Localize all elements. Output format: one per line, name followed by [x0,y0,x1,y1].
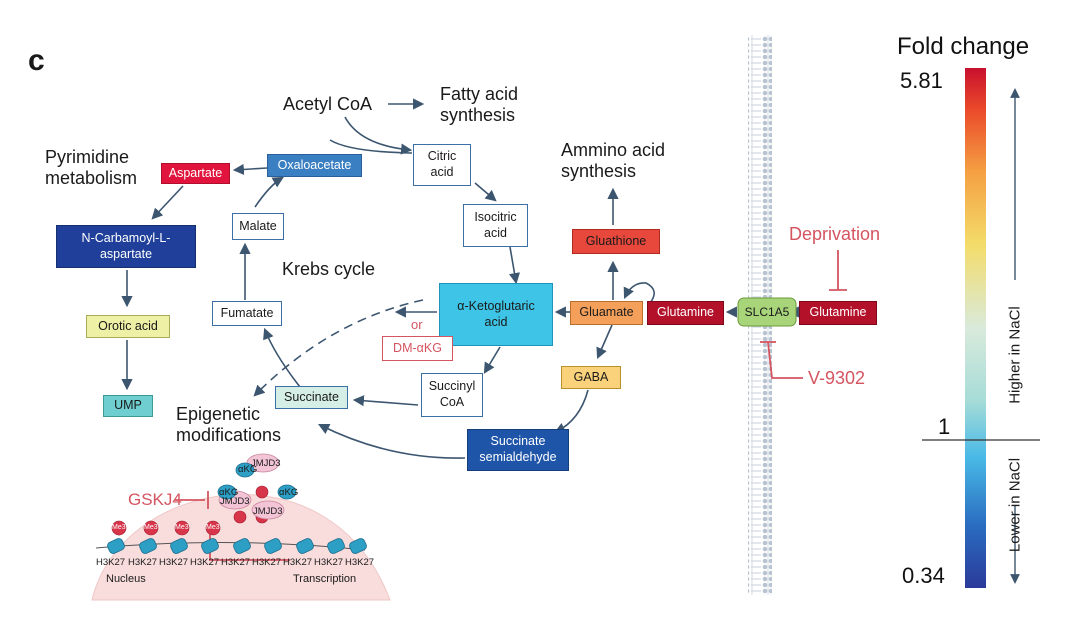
scale-min-label: 0.34 [902,563,945,588]
me3-mark: Me3 [206,524,220,531]
lower-in-nacl-label: Lower in NaCl [1006,457,1024,553]
panel-label: c [28,44,45,77]
n-carbamoyl-box: N-Carbamoyl-L- aspartate [56,225,196,268]
or-label: or [411,317,423,332]
h3k27-label: H3K27 [96,557,126,568]
slc1a5-transporter [737,297,797,327]
h3k27-label: H3K27 [314,557,344,568]
slc1a5-label: SLC1A5 [744,304,790,319]
pyrimidine-label: Pyrimidine metabolism [45,147,138,188]
h3k27-label: H3K27 [283,557,313,568]
succinyl-coa-box: Succinyl CoA [421,373,483,417]
h3k27-label: H3K27 [128,557,158,568]
gskj4-label: GSKJ4 [128,490,182,509]
me3-mark: Me3 [144,524,158,531]
h3k27-label: H3K27 [159,557,189,568]
higher-in-nacl-label: Higher in NaCl [1006,306,1024,404]
gaba-box: GABA [561,366,621,389]
fumatate-box: Fumatate [212,301,282,326]
succinate-semialdehyde-box: Succinate semialdehyde [467,429,569,471]
h3k27-label: H3K27 [221,557,251,568]
krebs-cycle-label: Krebs cycle [282,259,376,279]
jmjd3-mark: JMJD3 [251,458,281,469]
fatty-acid-label: Fatty acid synthesis [440,84,519,125]
gluathione-box: Gluathione [572,229,660,254]
succinate-box: Succinate [275,386,348,409]
acetyl-coa-label: Acetyl CoA [283,94,373,114]
pathway-arrows [121,98,799,459]
h3k27-label: H3K27 [252,557,282,568]
transcription-label: Transcription [293,573,357,585]
h3k27-label: H3K27 [190,557,220,568]
dm-akg-box: DM-αKG [382,336,453,361]
akg-mark: αKG [238,464,258,475]
akg-mark: αKG [219,487,239,498]
alpha-ketoglutaric-box: α-Ketoglutaric acid [439,283,553,346]
glutamine-inner-box: Glutamine [647,301,724,325]
epigenetic-label: Epigenetic modifications [176,404,282,445]
aspartate-box: Aspartate [161,163,230,184]
inhibitor-lines [175,250,847,561]
me3-mark: Me3 [175,524,189,531]
malate-box: Malate [232,213,284,240]
amino-acid-label: Ammino acid synthesis [561,140,666,181]
isocitric-acid-box: Isocitric acid [463,204,528,247]
jmjd3-mark: JMJD3 [253,506,283,517]
oxaloacetate-box: Oxaloacetate [267,154,362,177]
glutamine-outer-box: Glutamine [799,301,877,325]
ump-box: UMP [103,395,153,417]
nucleosomes [107,453,367,554]
scale-title: Fold change [897,33,1030,60]
orotic-acid-box: Orotic acid [86,315,170,338]
gluamate-box: Gluamate [570,301,643,325]
jmjd3-mark: JMJD3 [220,496,250,507]
v9302-label: V-9302 [808,368,866,388]
nucleus-label: Nucleus [106,573,146,585]
citric-acid-box: Citric acid [413,144,471,186]
h3k27-label: H3K27 [345,557,375,568]
scale-mid-label: 1 [938,414,951,439]
me3-mark: Me3 [112,524,126,531]
scale-max-label: 5.81 [900,68,943,93]
deprivation-label: Deprivation [789,224,881,244]
fold-change-scale [922,68,1040,588]
akg-mark: αKG [279,487,299,498]
